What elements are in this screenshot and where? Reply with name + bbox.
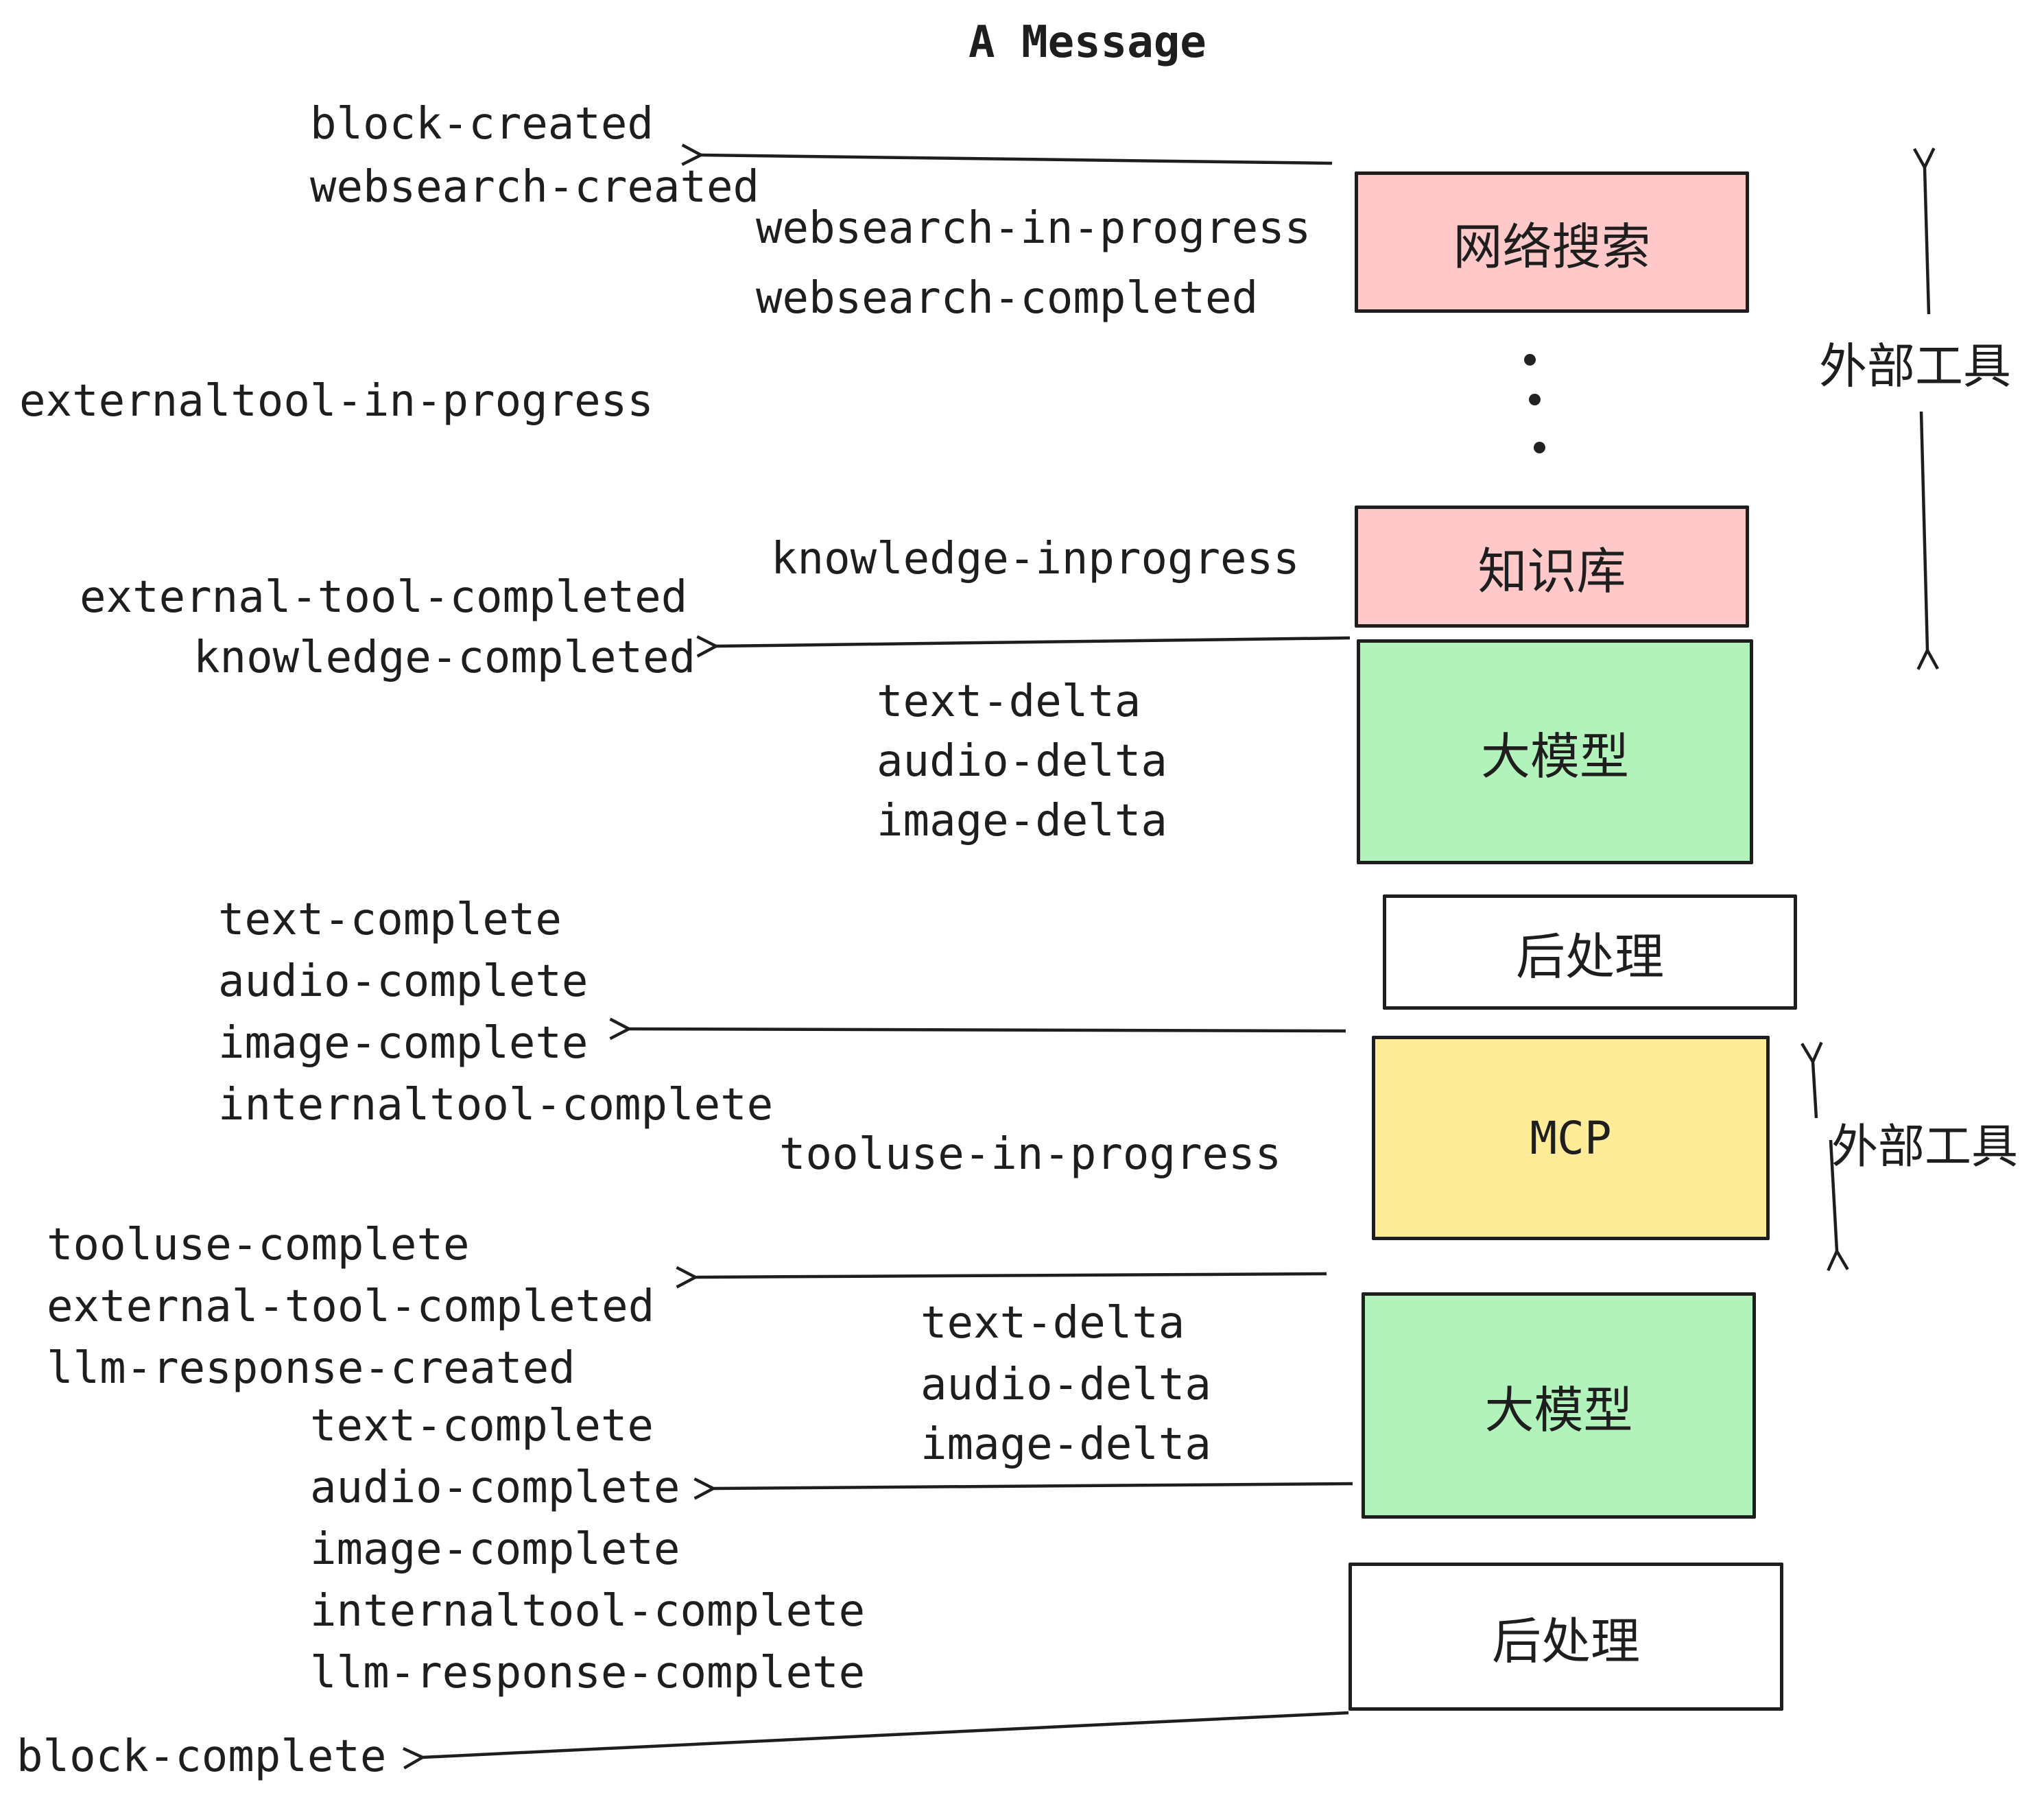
arrow-knowledge-completed bbox=[696, 635, 1351, 658]
event-llm-response-created: llm-response-created bbox=[47, 1343, 575, 1394]
event-external-tool-completed-1: external-tool-completed bbox=[80, 572, 688, 623]
annotation-external-tools-top: 外部工具 bbox=[1819, 338, 2011, 394]
event-image-complete-2: image-complete bbox=[310, 1524, 680, 1575]
arrow-websearch-created bbox=[681, 143, 1333, 166]
diagram-title: A Message bbox=[968, 17, 1207, 68]
up-arrow-external-tools-mid bbox=[1801, 1041, 1823, 1119]
box-llm-2-label: 大模型 bbox=[1484, 1381, 1633, 1439]
event-tooluse-complete: tooluse-complete bbox=[47, 1220, 470, 1270]
arrow-llm-complete bbox=[693, 1477, 1353, 1500]
event-text-delta-1: text-delta bbox=[877, 676, 1141, 727]
box-llm-1: 大模型 bbox=[1357, 639, 1753, 864]
event-knowledge-inprogress: knowledge-inprogress bbox=[771, 534, 1300, 584]
event-block-created: block-created bbox=[310, 99, 654, 150]
box-knowledge-label: 知识库 bbox=[1477, 542, 1626, 600]
ellipsis-dot-3 bbox=[1534, 442, 1545, 453]
event-image-delta-1: image-delta bbox=[877, 796, 1167, 846]
box-postprocess-2: 后处理 bbox=[1348, 1563, 1783, 1711]
box-mcp-label: MCP bbox=[1530, 1111, 1612, 1165]
event-text-delta-2: text-delta bbox=[920, 1298, 1185, 1349]
event-image-delta-2: image-delta bbox=[920, 1419, 1211, 1470]
down-arrow-external-tools-top bbox=[1916, 411, 1939, 670]
box-postprocess-1-label: 后处理 bbox=[1515, 927, 1664, 986]
ellipsis-dot-1 bbox=[1524, 354, 1536, 366]
box-postprocess-1: 后处理 bbox=[1383, 894, 1797, 1010]
event-externaltool-in-progress: externaltool-in-progress bbox=[19, 376, 654, 427]
event-llm-response-complete: llm-response-complete bbox=[310, 1648, 866, 1698]
box-llm-2: 大模型 bbox=[1362, 1292, 1756, 1519]
box-websearch-label: 网络搜索 bbox=[1453, 217, 1651, 276]
event-image-complete-1: image-complete bbox=[218, 1018, 589, 1069]
event-audio-delta-2: audio-delta bbox=[920, 1360, 1211, 1410]
event-internaltool-complete-2: internaltool-complete bbox=[310, 1586, 866, 1637]
event-websearch-completed: websearch-completed bbox=[756, 273, 1259, 324]
event-websearch-created: websearch-created bbox=[310, 162, 760, 213]
event-tooluse-in-progress: tooluse-in-progress bbox=[779, 1129, 1282, 1180]
event-audio-complete-1: audio-complete bbox=[218, 956, 589, 1007]
event-audio-delta-1: audio-delta bbox=[877, 736, 1167, 787]
box-mcp: MCP bbox=[1372, 1036, 1770, 1240]
ellipsis-dot-2 bbox=[1529, 394, 1541, 405]
up-arrow-external-tools-top bbox=[1913, 147, 1936, 315]
event-internaltool-complete-1: internaltool-complete bbox=[218, 1080, 774, 1130]
event-websearch-in-progress: websearch-in-progress bbox=[756, 203, 1311, 254]
arrow-block-complete bbox=[402, 1711, 1349, 1770]
event-text-complete-2: text-complete bbox=[310, 1401, 654, 1451]
event-text-complete-1: text-complete bbox=[218, 894, 562, 945]
box-postprocess-2-label: 后处理 bbox=[1491, 1612, 1640, 1670]
arrow-tooluse-complete bbox=[676, 1266, 1327, 1289]
event-block-complete: block-complete bbox=[16, 1731, 387, 1782]
box-websearch: 网络搜索 bbox=[1355, 171, 1749, 313]
arrow-internal-complete bbox=[609, 1017, 1346, 1041]
annotation-external-tools-mid: 外部工具 bbox=[1831, 1120, 2019, 1174]
event-knowledge-completed: knowledge-completed bbox=[193, 632, 696, 683]
box-knowledge: 知识库 bbox=[1355, 506, 1749, 628]
event-audio-complete-2: audio-complete bbox=[310, 1462, 680, 1513]
event-external-tool-completed-2: external-tool-completed bbox=[47, 1281, 655, 1332]
box-llm-1-label: 大模型 bbox=[1480, 727, 1629, 785]
